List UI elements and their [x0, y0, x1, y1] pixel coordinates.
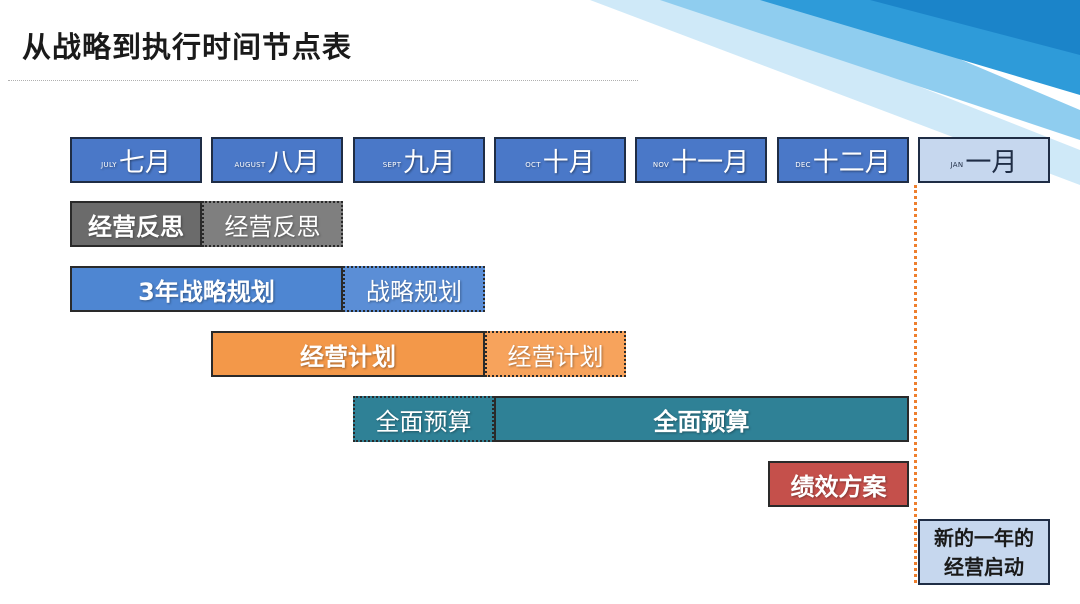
new-year-line-1: 新的一年的 — [934, 526, 1034, 550]
task-review-core: 经营反思 — [70, 201, 202, 247]
month-abbr: SEPT — [382, 161, 402, 169]
month-abbr: JULY — [101, 161, 117, 169]
task-budget-extension: 全面预算 — [353, 396, 494, 442]
month-header-october: OCT 十月 — [494, 137, 626, 183]
task-strategy-extension: 战略规划 — [343, 266, 485, 312]
month-name: 十二月 — [812, 147, 891, 178]
month-name: 一月 — [965, 147, 1018, 178]
year-boundary-line — [914, 185, 917, 583]
task-plan-core: 经营计划 — [211, 331, 485, 377]
task-budget-core: 全面预算 — [494, 396, 909, 442]
task-review-extension: 经营反思 — [202, 201, 343, 247]
month-name: 十月 — [542, 147, 595, 178]
month-name: 八月 — [267, 147, 320, 178]
task-performance-plan: 绩效方案 — [768, 461, 909, 507]
new-year-line-2: 经营启动 — [944, 555, 1024, 579]
month-abbr: AUGUST — [234, 161, 266, 169]
month-header-december: DEC 十二月 — [777, 137, 909, 183]
month-header-september: SEPT 九月 — [353, 137, 485, 183]
task-strategy-core: 3年战略规划 — [70, 266, 343, 312]
month-name: 九月 — [403, 147, 456, 178]
month-header-july: JULY 七月 — [70, 137, 202, 183]
task-plan-extension: 经营计划 — [485, 331, 626, 377]
title-divider — [8, 80, 638, 81]
month-header-august: AUGUST 八月 — [211, 137, 343, 183]
month-name: 七月 — [118, 147, 171, 178]
month-name: 十一月 — [671, 147, 750, 178]
page-title: 从战略到执行时间节点表 — [22, 30, 353, 64]
month-abbr: JAN — [950, 161, 964, 169]
month-header-november: NOV 十一月 — [635, 137, 767, 183]
new-year-kickoff-box: 新的一年的 经营启动 — [918, 519, 1050, 585]
month-abbr: DEC — [795, 161, 811, 169]
month-abbr: NOV — [652, 161, 670, 169]
month-header-january: JAN 一月 — [918, 137, 1050, 183]
month-abbr: OCT — [525, 161, 541, 169]
